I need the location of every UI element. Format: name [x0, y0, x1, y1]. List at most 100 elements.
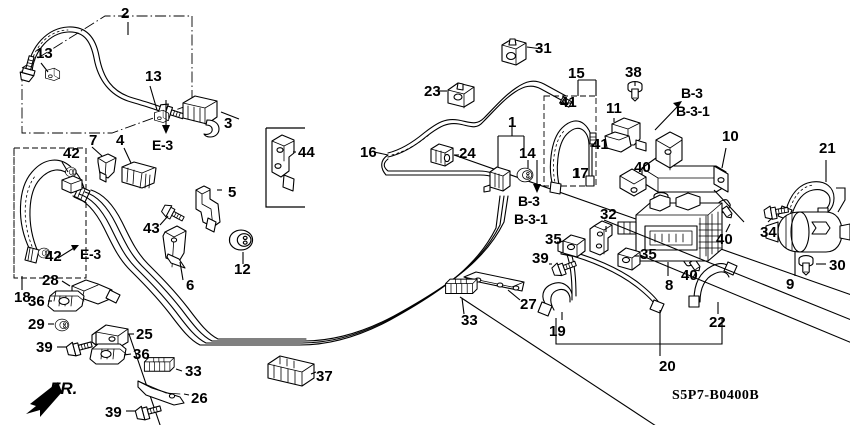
part-37-clamp — [267, 355, 317, 387]
callout-18: 18 — [14, 289, 31, 306]
callout-35-a: 35 — [545, 231, 562, 248]
part-6-bracket — [162, 225, 187, 281]
callout-11: 11 — [606, 100, 622, 117]
group-filter-9 — [763, 160, 850, 276]
group-bracket-10 — [604, 81, 745, 279]
callout-16: 16 — [360, 144, 377, 161]
part-35-clamp-a — [557, 234, 586, 258]
part-36-clamp-b — [89, 343, 127, 365]
callout-42-a: 42 — [63, 145, 80, 162]
callout-14: 14 — [519, 145, 536, 162]
part-44-inset — [265, 127, 305, 208]
callout-25: 25 — [136, 326, 153, 343]
part-4-connector — [121, 147, 157, 189]
callout-35-b: 35 — [640, 246, 657, 263]
part-32-bracket — [589, 219, 850, 321]
part-41-clamp-b — [589, 132, 597, 145]
callout-34: 34 — [760, 224, 777, 241]
part-1-fitting — [483, 166, 511, 193]
callout-13-b: 13 — [145, 68, 162, 85]
part-7-bracket — [91, 146, 117, 183]
callout-40-b: 40 — [716, 231, 733, 248]
callout-20: 20 — [659, 358, 676, 375]
part-31-clip — [501, 38, 543, 66]
callout-28: 28 — [42, 272, 59, 289]
callout-22: 22 — [709, 314, 726, 331]
callout-41-a: 41 — [560, 94, 577, 111]
section-ref-e3-top: E-3 — [152, 137, 173, 153]
section-ref-b3-1-mid: B-3-1 — [514, 211, 548, 227]
callout-30: 30 — [829, 257, 846, 274]
callout-9: 9 — [786, 276, 795, 293]
callout-40-c: 40 — [681, 267, 698, 284]
part-5-bracket — [195, 185, 222, 233]
part-30-bolt — [798, 255, 814, 276]
callout-15: 15 — [568, 65, 585, 82]
callout-43: 43 — [143, 220, 160, 237]
callout-38: 38 — [625, 64, 642, 81]
part-39-bolt-c — [550, 256, 579, 279]
callout-13-a: 13 — [36, 45, 53, 62]
callout-36-b: 36 — [133, 346, 150, 363]
callout-1: 1 — [508, 114, 517, 131]
callout-24: 24 — [459, 145, 476, 162]
group-canister-8 — [537, 192, 738, 356]
callout-39-a: 39 — [36, 339, 53, 356]
callout-37: 37 — [316, 368, 333, 385]
callout-10: 10 — [722, 128, 739, 145]
part-23-clip — [438, 82, 475, 109]
group-part-2-fuel-line — [17, 15, 240, 138]
callout-26: 26 — [191, 390, 208, 407]
fr-direction-arrow — [26, 382, 62, 417]
main-fuel-lines — [72, 189, 509, 346]
callout-41-b: 41 — [592, 136, 609, 153]
callout-29: 29 — [28, 316, 45, 333]
part-39-bolt-a — [65, 337, 94, 359]
callout-3: 3 — [224, 115, 233, 132]
section-ref-e3-left: E-3 — [80, 246, 101, 262]
callout-21: 21 — [819, 140, 836, 157]
callout-44: 44 — [298, 144, 315, 161]
callout-39-b: 39 — [105, 404, 122, 421]
part-35-clamp-b — [617, 247, 850, 343]
callout-36-a: 36 — [28, 293, 45, 310]
part-3-clip — [182, 95, 240, 138]
section-ref-b3-mid: B-3 — [518, 193, 540, 209]
callout-27: 27 — [520, 296, 537, 313]
callout-32: 32 — [600, 206, 617, 223]
callout-2: 2 — [121, 5, 130, 22]
part-11-valve — [604, 117, 647, 153]
part-43-bolt — [159, 202, 187, 225]
callout-33-a: 33 — [185, 363, 202, 380]
callout-7: 7 — [89, 132, 98, 149]
callout-19: 19 — [549, 323, 566, 340]
part-12-grommet — [228, 229, 254, 251]
small-parts-center-bottom — [445, 219, 850, 425]
callout-42-b: 42 — [45, 248, 62, 265]
group-part-16-pipe — [373, 38, 850, 296]
part-14-fitting — [516, 167, 534, 183]
section-ref-b3-1-right: B-3-1 — [676, 103, 710, 119]
diagram-code: S5P7-B0400B — [672, 388, 760, 403]
part-26-bracket — [137, 380, 190, 406]
group-part-18-hose — [13, 147, 91, 290]
callout-12: 12 — [234, 261, 251, 278]
fr-label: FR. — [50, 379, 78, 398]
callout-39-c: 39 — [532, 250, 549, 267]
part-29-grommet — [54, 318, 70, 332]
part-33-clamp-b — [445, 278, 656, 425]
callout-17: 17 — [572, 165, 589, 182]
callout-8: 8 — [665, 277, 674, 294]
callout-31: 31 — [535, 40, 552, 57]
small-parts-left — [47, 146, 317, 425]
callout-5: 5 — [228, 184, 237, 201]
callout-40-a: 40 — [634, 159, 651, 176]
callout-6: 6 — [186, 277, 195, 294]
callout-4: 4 — [116, 132, 125, 149]
callout-23: 23 — [424, 83, 441, 100]
group-part-15-hose17 — [543, 79, 597, 195]
section-ref-b3-right: B-3 — [681, 85, 703, 101]
part-36-clamp-a — [47, 290, 85, 312]
